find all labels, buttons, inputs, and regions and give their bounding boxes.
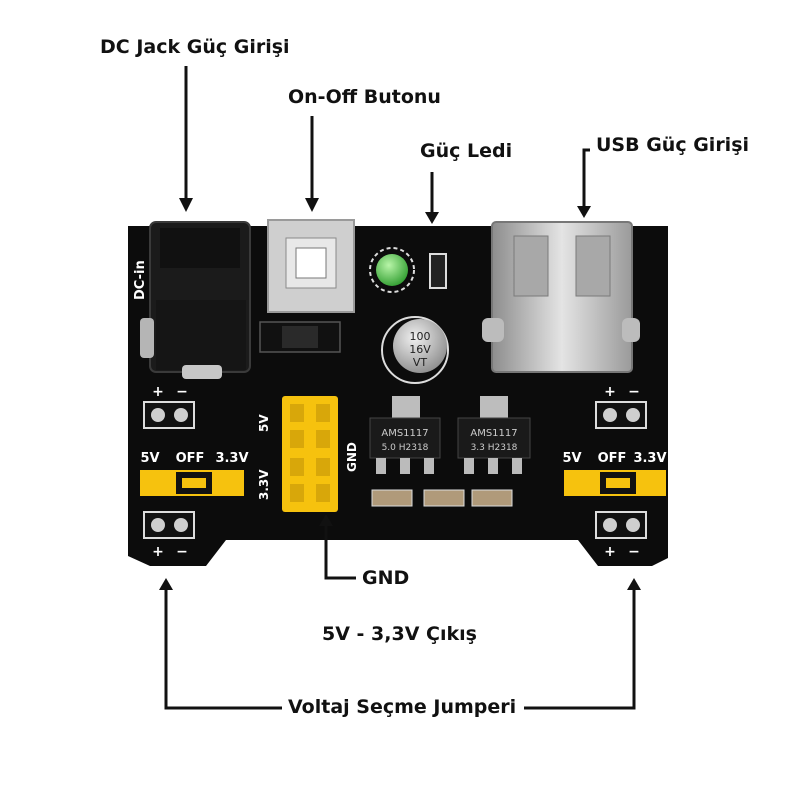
pin-header [282,396,338,512]
jumper-callout: Voltaj Seçme Jumperi [282,696,523,718]
regulator-5v-line-2: 5.0 H2318 [382,443,429,453]
right-minus-bottom: − [628,544,640,560]
regulator-3v3-line-1: AMS1117 [470,428,517,439]
right-minus-top: − [628,384,640,400]
right-power-pins-bottom [595,511,647,539]
dc-in-label: DC-in [133,260,148,300]
left-jumper-3v3: 3.3V [215,451,248,466]
right-plus-top: + [604,384,616,400]
on-off-switch [259,219,355,353]
right-plus-bottom: + [604,544,616,560]
regulator-5v-line-1: AMS1117 [381,428,428,439]
capacitor: 100 16V VT [381,316,449,384]
callout-arrows [164,66,636,710]
right-jumper-3v3: 3.3V [633,451,666,466]
left-plus-bottom: + [152,544,164,560]
usb-input-callout: USB Güç Girişi [590,134,756,156]
header-3v3-label: 3.3V [257,469,271,500]
left-jumper-5v: 5V [140,451,159,466]
left-power-pins-top [143,401,195,429]
left-power-pins-bottom [143,511,195,539]
gnd-callout: GND [356,567,416,589]
capacitor-line-1: 100 [410,330,431,343]
header-gnd-label: GND [345,442,359,472]
right-jumper [564,470,666,496]
left-jumper-off: OFF [176,451,205,466]
right-jumper-off: OFF [598,451,627,466]
dc-jack [140,221,251,379]
dc-jack-callout: DC Jack Güç Girişi [94,36,296,58]
header-5v-label: 5V [257,414,271,432]
regulator-3v3-line-2: 3.3 H2318 [471,443,518,453]
capacitor-line-2: 16V [409,343,431,356]
right-power-pins-top [595,401,647,429]
regulator-3v3: AMS1117 3.3 H2318 [457,396,531,474]
left-minus-top: − [176,384,188,400]
capacitor-line-3: VT [413,356,428,369]
power-led-callout: Güç Ledi [414,140,519,162]
regulator-5v: AMS1117 5.0 H2318 [369,396,441,474]
arrowheads [159,198,641,590]
output-callout: 5V - 3,3V Çıkış [316,623,483,645]
power-led [369,247,415,293]
led-resistor [429,253,447,289]
left-plus-top: + [152,384,164,400]
left-minus-bottom: − [176,544,188,560]
on-off-callout: On-Off Butonu [282,86,447,108]
usb-connector [482,221,640,373]
left-jumper [140,470,244,496]
right-jumper-5v: 5V [562,451,581,466]
